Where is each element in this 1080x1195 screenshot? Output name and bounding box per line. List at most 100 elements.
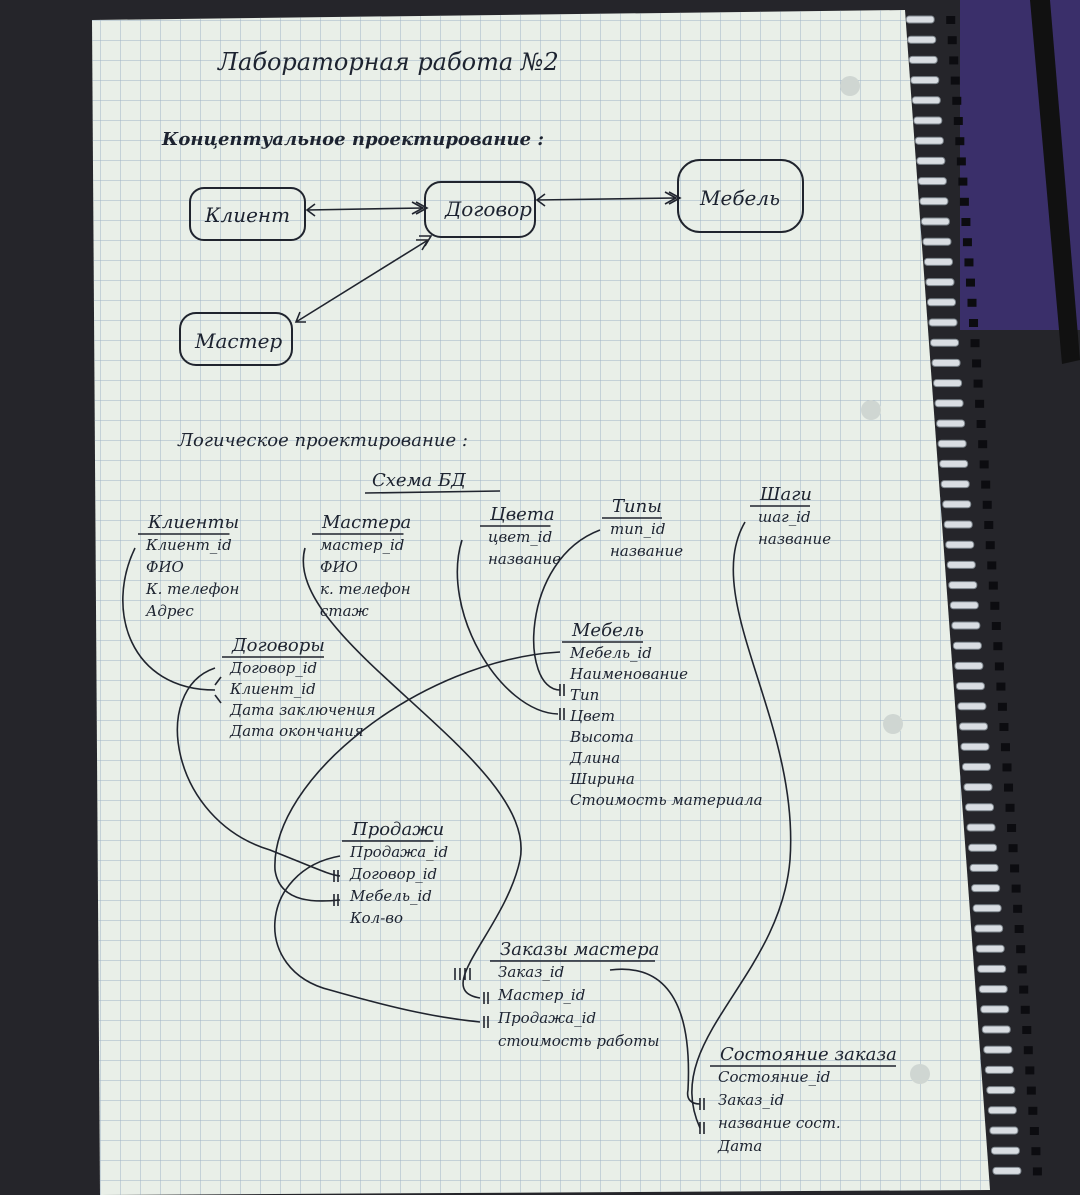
spiral-slot bbox=[949, 56, 959, 65]
spiral-ring bbox=[955, 682, 985, 691]
spiral-ring bbox=[975, 944, 1005, 953]
table-field: название bbox=[610, 542, 683, 560]
spiral-slot bbox=[1007, 824, 1017, 832]
table-field: название сост. bbox=[718, 1114, 841, 1132]
spiral-slot bbox=[996, 682, 1006, 691]
table-field: цвет_id bbox=[488, 528, 552, 546]
spiral-slot bbox=[1028, 1106, 1038, 1115]
table-name: Состояние заказа bbox=[720, 1044, 897, 1065]
table-field: мастер_id bbox=[320, 536, 404, 554]
spiral-slot bbox=[967, 298, 977, 307]
table-field: Длина bbox=[569, 749, 620, 767]
spiral-slot bbox=[962, 238, 972, 247]
table-name: Цвета bbox=[489, 504, 555, 525]
table-name: Заказы мастера bbox=[500, 939, 659, 960]
spiral-slot bbox=[956, 157, 966, 166]
spiral-slot bbox=[946, 16, 956, 24]
spiral-slot bbox=[959, 197, 969, 206]
spiral-slot bbox=[1029, 1127, 1039, 1135]
spiral-ring bbox=[908, 55, 938, 64]
spiral-ring bbox=[987, 1106, 1017, 1115]
spiral-ring bbox=[952, 641, 982, 650]
spiral-slot bbox=[1032, 1167, 1042, 1176]
table-field: название bbox=[488, 550, 561, 568]
spiral-ring bbox=[927, 298, 957, 307]
spiral-ring bbox=[925, 278, 955, 287]
spiral-slot bbox=[984, 521, 994, 529]
spiral-slot bbox=[975, 399, 985, 408]
spiral-slot bbox=[1017, 965, 1027, 974]
spiral-ring bbox=[905, 15, 935, 24]
spiral-slot bbox=[982, 500, 992, 509]
conceptual-heading: Концептуальное проектирование : bbox=[161, 129, 544, 150]
spiral-slot bbox=[991, 622, 1001, 630]
spiral-slot bbox=[976, 420, 986, 428]
spiral-slot bbox=[994, 662, 1004, 671]
spiral-slot bbox=[988, 581, 998, 590]
spiral-slot bbox=[961, 218, 971, 226]
schema-heading: Схема БД bbox=[372, 470, 466, 491]
spiral-slot bbox=[952, 96, 962, 105]
table-furniture: МебельМебель_idНаименованиеТипЦветВысота… bbox=[562, 620, 763, 809]
spiral-ring bbox=[943, 520, 973, 529]
spiral-slot bbox=[1013, 904, 1023, 913]
table-field: Наименование bbox=[569, 665, 688, 683]
table-field: Высота bbox=[569, 728, 634, 746]
schema-relationships bbox=[122, 521, 792, 1134]
spiral-ring bbox=[978, 985, 1008, 994]
spiral-ring bbox=[910, 76, 940, 85]
spiral-ring bbox=[969, 863, 999, 872]
spiral-ring bbox=[946, 560, 976, 569]
table-field: Заказ_id bbox=[498, 963, 564, 981]
spiral-slot bbox=[1019, 985, 1029, 994]
spiral-slot bbox=[993, 642, 1003, 651]
spiral-ring bbox=[907, 35, 937, 44]
spiral-slot bbox=[969, 319, 979, 327]
spiral-slot bbox=[1025, 1066, 1035, 1075]
spiral-ring bbox=[940, 480, 970, 489]
page-title: Лабораторная работа №2 bbox=[217, 48, 559, 76]
table-field: Ширина bbox=[569, 770, 635, 788]
spiral-slot bbox=[1011, 884, 1021, 893]
spiral-ring bbox=[960, 742, 990, 751]
table-name: Продажи bbox=[351, 819, 444, 840]
table-field: Тип bbox=[570, 686, 599, 704]
spiral-slot bbox=[1002, 763, 1012, 772]
spiral-slot bbox=[1020, 1005, 1030, 1014]
spiral-slot bbox=[999, 723, 1009, 731]
spiral-ring bbox=[913, 116, 943, 125]
spiral-ring bbox=[971, 884, 1001, 893]
spiral-slot bbox=[953, 117, 963, 125]
spiral-ring bbox=[914, 136, 944, 145]
spiral-ring bbox=[983, 1045, 1013, 1054]
spiral-slot bbox=[1031, 1147, 1041, 1156]
table-name: Клиенты bbox=[147, 512, 239, 533]
spiral-ring bbox=[984, 1065, 1014, 1074]
spiral-ring bbox=[968, 843, 998, 852]
table-field: ФИО bbox=[146, 558, 184, 576]
spiral-ring bbox=[945, 540, 975, 549]
table-field: Клиент_id bbox=[229, 680, 316, 698]
table-field: Состояние_id bbox=[718, 1068, 830, 1086]
table-field: стаж bbox=[320, 602, 369, 620]
entity-master-box bbox=[179, 312, 293, 366]
table-field: Договор_id bbox=[349, 865, 437, 883]
spiral-slot bbox=[1010, 864, 1020, 873]
spiral-slot bbox=[1008, 844, 1018, 853]
spiral-slot bbox=[950, 76, 960, 85]
spiral-ring bbox=[957, 702, 987, 711]
spiral-ring bbox=[986, 1086, 1016, 1095]
spiral-slot bbox=[979, 460, 989, 469]
spiral-ring bbox=[942, 500, 972, 509]
table-field: К. телефон bbox=[145, 580, 239, 598]
spiral-slot bbox=[964, 258, 974, 267]
spiral-ring bbox=[961, 762, 991, 771]
table-field: Заказ_id bbox=[718, 1091, 784, 1109]
spiral-slot bbox=[1026, 1086, 1036, 1095]
